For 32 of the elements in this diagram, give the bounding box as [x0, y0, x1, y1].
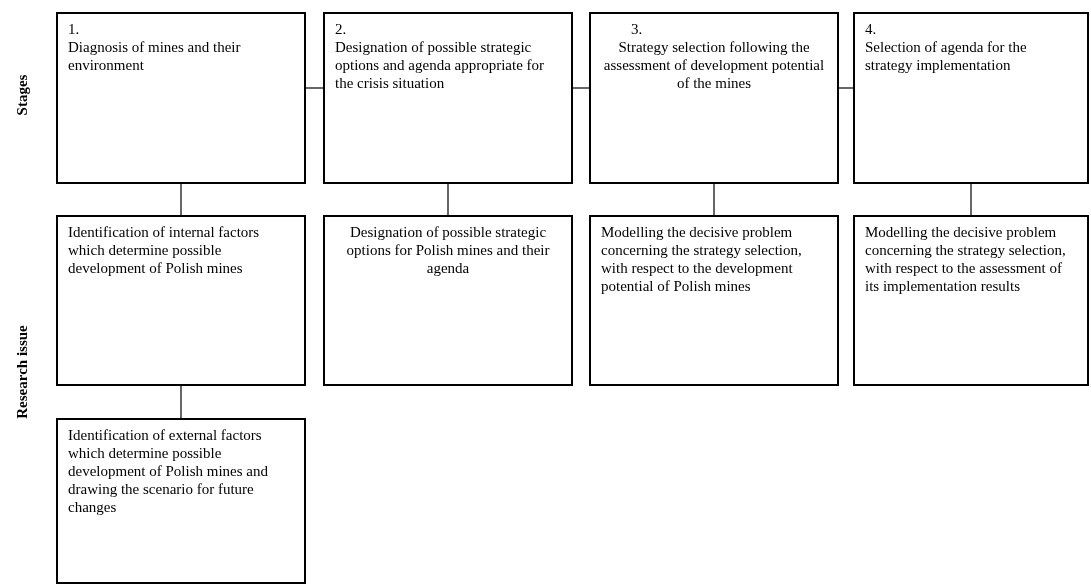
stages-label: Stages	[13, 74, 31, 116]
box-text: Modelling the decisive problem concerning the strategy selection, with respect to the development potential of Polish mines	[601, 223, 803, 295]
box-text: Diagnosis of mines and their environment	[68, 38, 242, 74]
stage-number: 1.	[68, 20, 81, 38]
research-issue-box	[56, 215, 306, 386]
connector-line	[970, 183, 972, 216]
box-text: Strategy selection following the assessment of development potential of the mines	[602, 38, 826, 92]
connector-line	[180, 183, 182, 216]
box-text: Designation of possible strategic options for Polish mines and their agenda	[345, 223, 551, 277]
connector-line	[305, 87, 324, 89]
stage-box	[589, 12, 839, 184]
research-issue-box	[323, 215, 573, 386]
stage-number: 2.	[335, 20, 348, 38]
research-issue-box	[853, 215, 1089, 386]
stage-box	[853, 12, 1089, 184]
connector-line	[838, 87, 854, 89]
connector-line	[180, 385, 182, 419]
box-text: Selection of agenda for the strategy implementation	[865, 38, 1028, 74]
research-issue-box	[56, 418, 306, 584]
stage-box	[323, 12, 573, 184]
stage-box	[56, 12, 306, 184]
stage-number: 3.	[630, 20, 644, 38]
connector-line	[447, 183, 449, 216]
connector-line	[572, 87, 590, 89]
box-text: Identification of external factors which determine possible development of Polish mines and drawing the scenario for future changes	[68, 426, 269, 516]
stage-number: 4.	[865, 20, 878, 38]
research-issue-box	[589, 215, 839, 386]
box-text: Modelling the decisive problem concerning the strategy selection, with respect to the assessment of its implementation results	[865, 223, 1067, 295]
connector-line	[713, 183, 715, 216]
box-text: Identification of internal factors which determine possible development of Polish mines	[68, 223, 261, 277]
box-text: Designation of possible strategic options and agenda appropriate for the crisis situation	[335, 38, 546, 92]
research-issue-label: Research issue	[13, 325, 31, 419]
